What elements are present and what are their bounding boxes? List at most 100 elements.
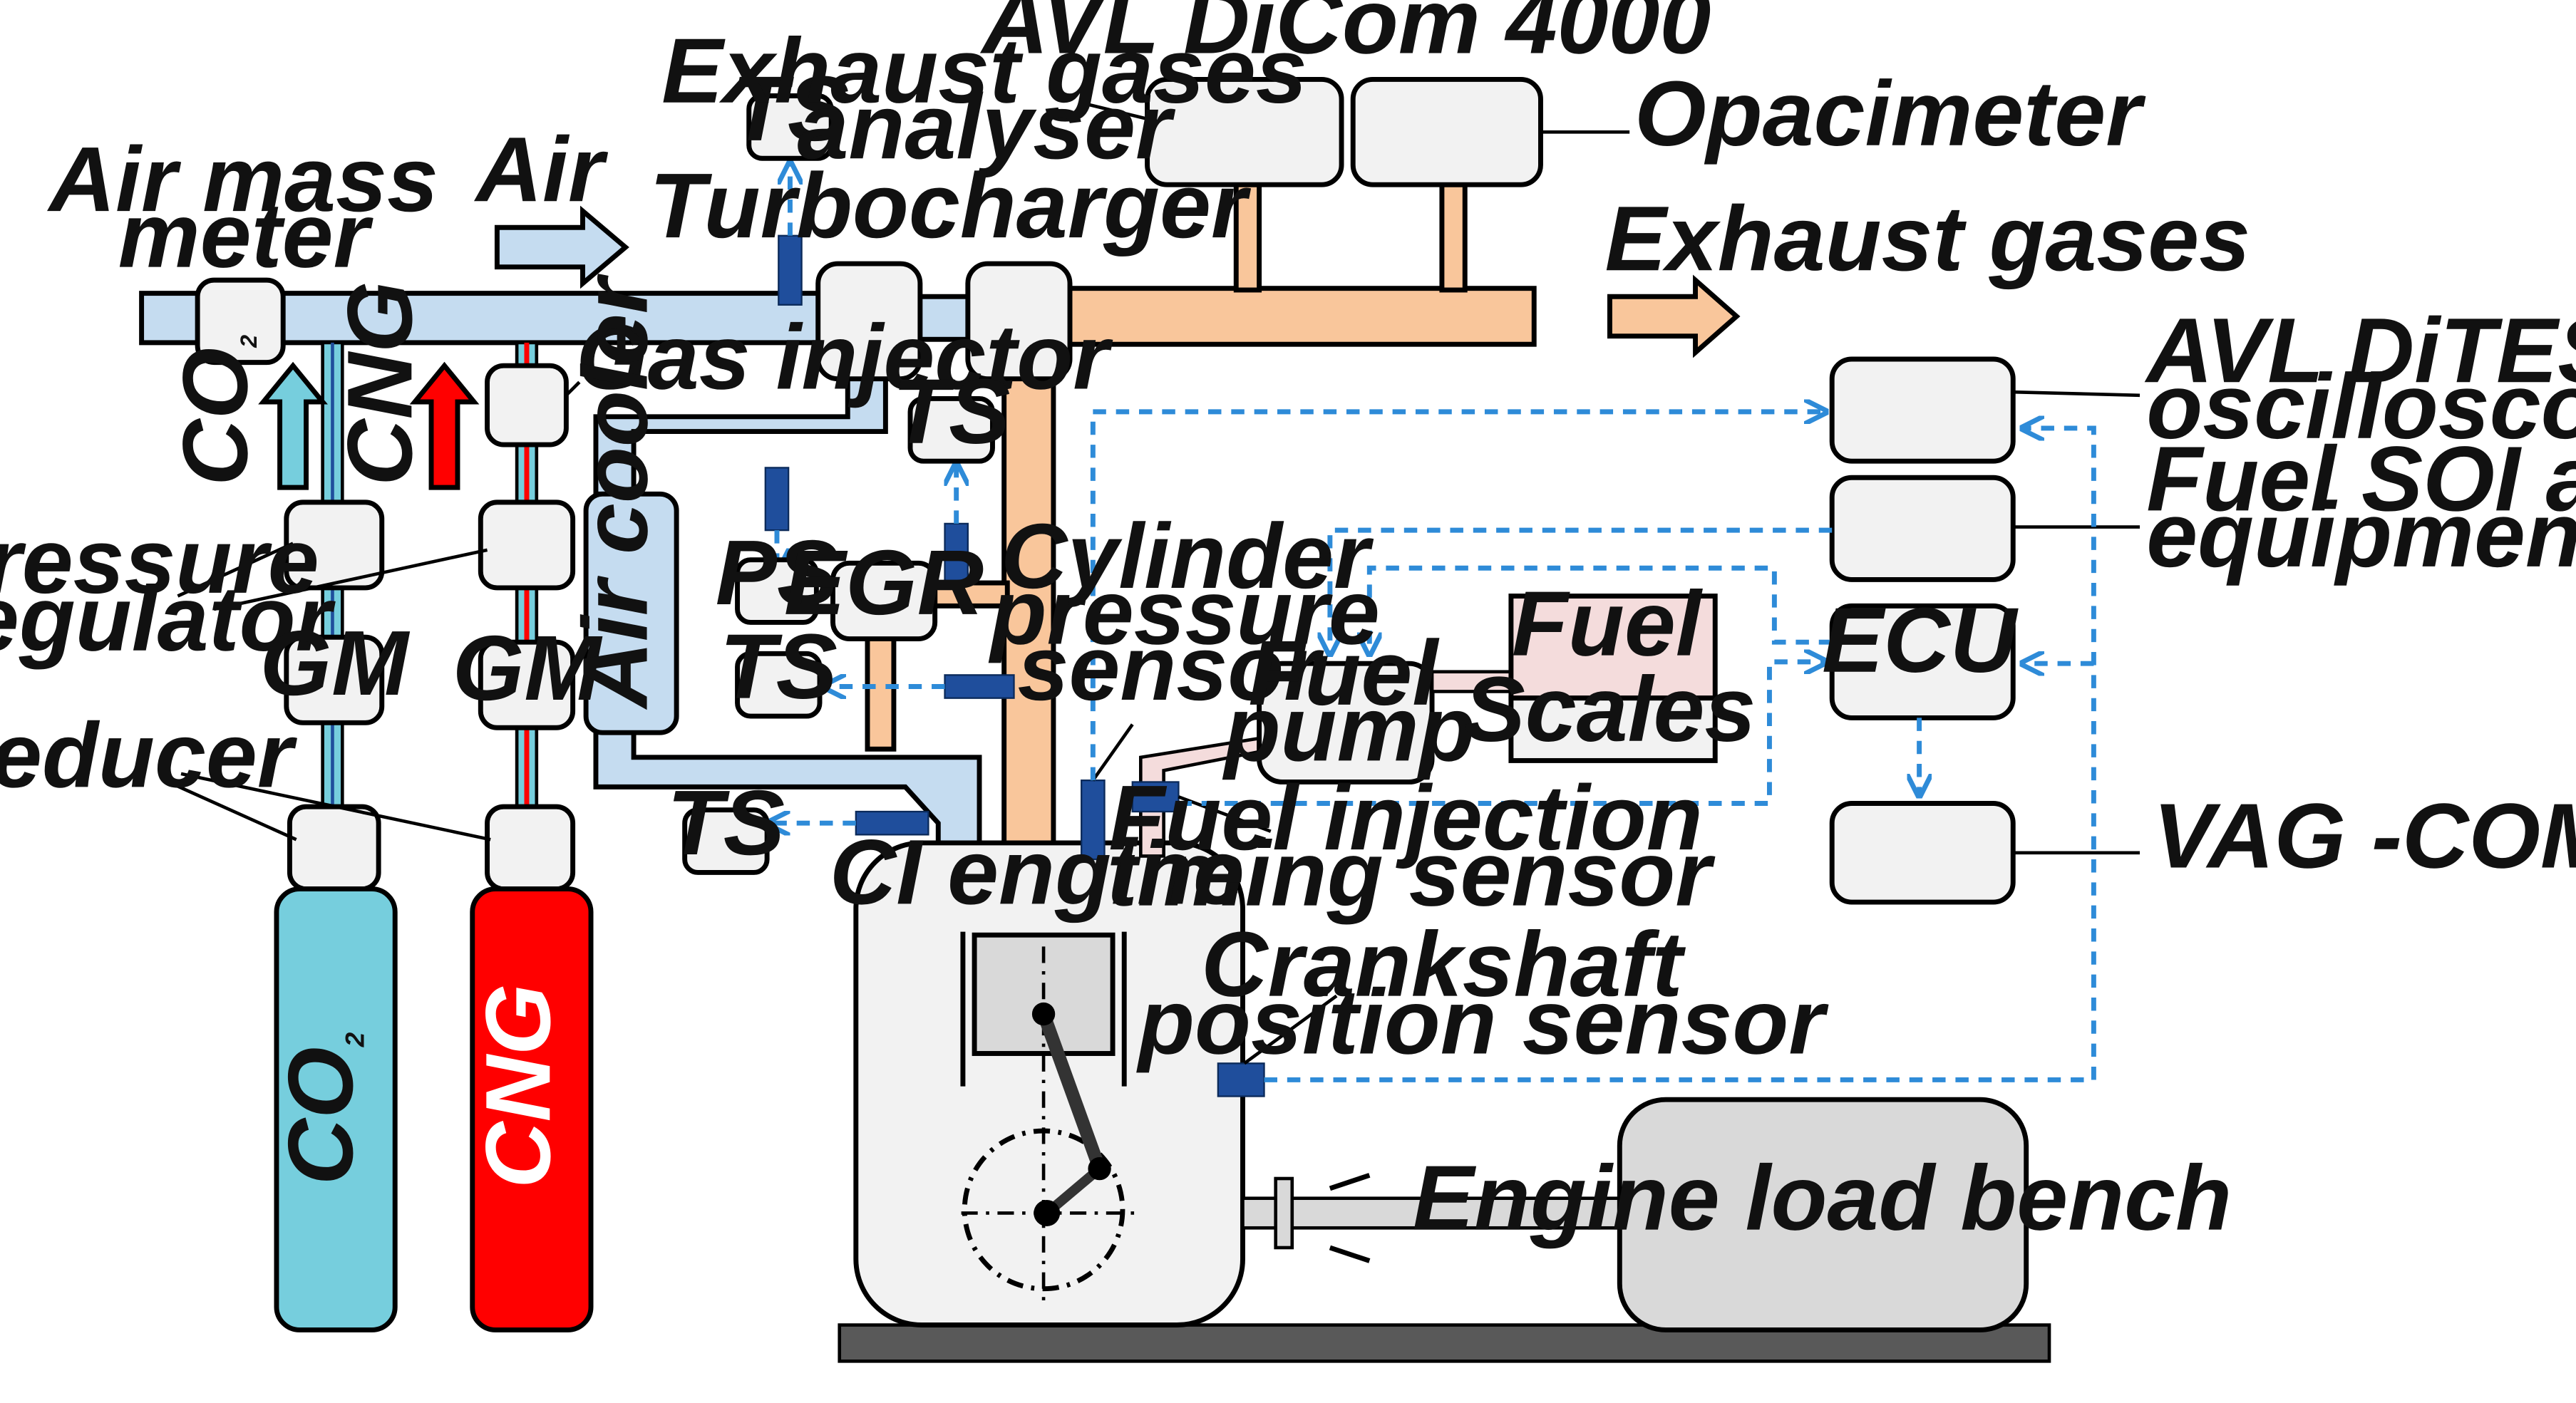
bearing-bottom [1329,1245,1371,1263]
egr-box [830,560,938,642]
label-reducer: Reducer [0,704,298,807]
label-ts-egr: TS [892,361,1010,463]
analyser-probe [1233,182,1262,293]
gas-injector [485,363,569,447]
exhaust-arrow [1607,274,1741,358]
connecting-rod [1037,1011,1106,1171]
opacimeter-probe [1439,182,1468,293]
label-opacimeter: Opacimeter [1634,63,2146,165]
signal-cylpressure-ditest [1090,412,1823,781]
cng-cylinder [470,886,594,1332]
bearing-top [1329,1173,1371,1191]
reducer-leader-b [180,772,491,842]
label-fuel-injection-2: timing sensor [1107,823,1716,926]
ts-sensor-intake [778,234,803,306]
reducer-cng [485,804,576,892]
label-engine-load-bench: Engine load bench [1413,1147,2232,1250]
ts-box-egr [907,395,995,464]
reducer-co2 [287,804,381,892]
signal-ecu-pump [1369,565,1833,652]
label-avl-dicom: AVL DiCom 4000 [980,0,1711,73]
vag-com-box [1829,801,2016,905]
label-fuel: Fuel [1512,573,1704,675]
engine-load-bench [1617,1097,2029,1332]
analyser-leader [1079,100,1148,121]
ts-box-charge [682,807,770,875]
label-air-mass-meter-1: Air mass [47,128,438,231]
ts-sensor-egr [944,522,969,587]
ditest-leader [2013,390,2140,398]
label-fuel-pump-1: Fuel [1248,622,1440,725]
output-shaft [1241,1196,1627,1230]
reducer-leader-a [163,779,297,842]
label-air: Air [474,118,609,221]
exhaust-riser [1001,368,1056,851]
label-fuel-injection-1: Fuel injection [1108,767,1702,869]
label-ts-exhaust: TS [720,616,838,718]
exhaust-analyser-box [1145,76,1344,187]
fuel-pump [1257,661,1435,785]
fuel-soi-box [1829,475,2016,582]
label-air-mass-meter-2: meter [118,185,374,287]
cylinder-pressure-sensor [1081,779,1106,861]
regulator-leader-a [177,542,294,598]
label-co2-cylinder: CO2 [269,1032,372,1185]
ps-box [735,557,819,625]
label-cng-arrow: CNG [329,281,431,485]
air-mass-meter [195,277,286,366]
turbo-turbine [965,261,1073,382]
label-turbocharger: Turbocharger [649,155,1252,257]
label-avl-ditest-2: oscilloscope [2146,356,2576,458]
label-air-cooler: Air cooler [565,273,667,710]
opacimeter-box [1350,76,1543,187]
ts-box-exhaust [735,651,823,719]
label-exhaust-gases: Exhaust gases [1605,187,2251,290]
air-arrow [494,205,629,289]
label-fuel-pump-2: pump [1222,678,1475,780]
crank-circle [962,1128,1125,1292]
gm-co2 [284,634,385,725]
label-fuel-soi-1: Fuel SOI adjustment [2146,428,2576,530]
label-pressure-regulator-1: Pressure [0,510,319,613]
regulator-leader-b [213,548,488,611]
air-cooler [583,491,679,735]
crankshaft-sensor [1217,1062,1265,1097]
exhaust-pipe [1059,286,1537,347]
turbo-compressor [815,261,923,382]
piston-pin [1031,1002,1056,1026]
label-avl-ditest-1: AVL DiTEST DPM 800 [2144,299,2576,402]
label-cylinder-pressure-1: Cylinder [1001,505,1374,608]
label-scales: Scales [1464,658,1756,761]
label-fuel-soi-2: equipment TMW-1 [2146,484,2576,586]
gm-cng [478,639,576,730]
shaft-coupling [1274,1176,1294,1250]
gas-injector-leader [565,380,581,397]
ts-sensor-exhaust [944,674,1015,699]
co2-cylinder [274,886,398,1332]
label-cng-cylinder: CNG [467,984,570,1189]
label-ts-intake: TS [731,58,849,160]
label-ts-charge: TS [667,772,785,874]
label-gm-cng: GM [453,617,603,720]
crank-center [1034,1200,1061,1226]
fuel-injection-sensor [1131,781,1180,813]
label-ci-engine: CI engine [830,821,1245,923]
cng-up-arrow [409,361,480,490]
co2-up-arrow [258,361,328,490]
egr-pipe-vertical [865,634,897,752]
label-gas-injector: Gas injector [576,306,1113,409]
ecu-box [1829,603,2016,720]
label-ecu: ECU [1822,589,2019,692]
label-gm-co2: GM [260,612,411,715]
label-exhaust-analyser-2: analyser [798,76,1176,178]
scales [1508,695,1718,763]
ps-sensor [764,467,790,532]
signal-soi-pump [1330,527,1833,652]
avl-ditest-box [1829,356,2016,464]
signal-crankshaft [1264,428,2096,1082]
ts-sensor-charge [855,810,929,836]
label-crankshaft-1: Crankshaft [1201,913,1686,1016]
